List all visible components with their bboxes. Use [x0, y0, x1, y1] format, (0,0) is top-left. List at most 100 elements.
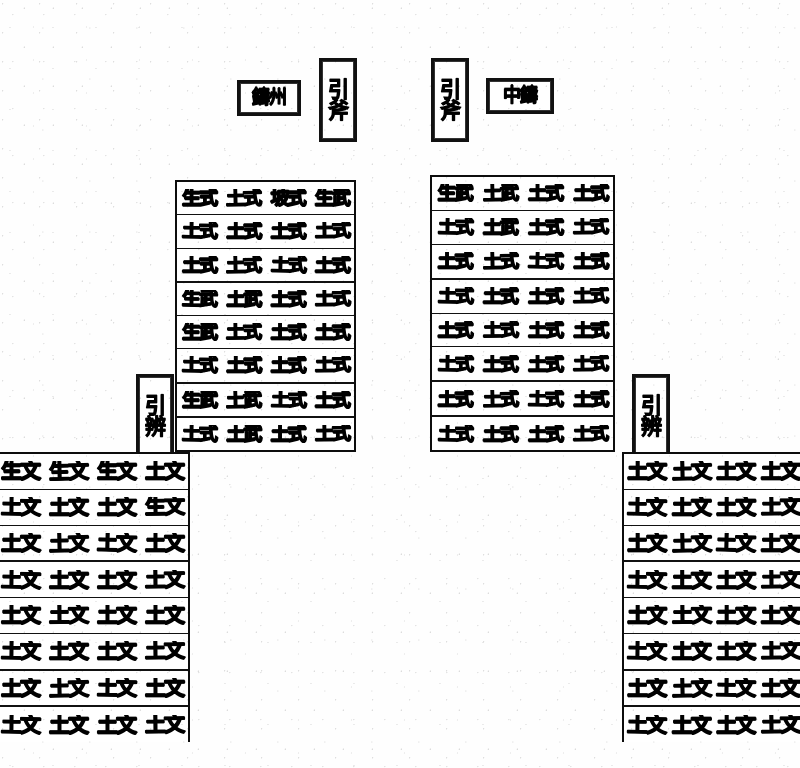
stamp-impression: 土文	[627, 605, 668, 626]
stamp-impression: 土文	[627, 714, 666, 735]
stamp-cell: 土式	[523, 218, 568, 236]
stamp-impression: 生文	[97, 461, 138, 482]
stamp-cell: 土文	[624, 570, 669, 590]
stamp-impression: 土文	[0, 641, 40, 662]
seal-character: 引	[145, 392, 167, 419]
stamp-cell: 土式	[432, 425, 477, 443]
stamp-cell: 土文	[713, 641, 758, 661]
stamp-cell: 土文	[0, 605, 44, 625]
stamp-impression: 土式	[573, 389, 610, 408]
stamp-cell: 土式	[177, 222, 221, 240]
stamp-impression: 土武	[226, 289, 263, 308]
stamp-impression: 土文	[671, 677, 711, 698]
stamp-cell: 土式	[477, 425, 522, 443]
stamp-cell: 土文	[92, 497, 140, 517]
stamp-cell: 土式	[477, 321, 522, 339]
stamp-impression: 土式	[270, 255, 306, 274]
stamp-row: 土文土文土文土文	[0, 598, 188, 634]
label-cartouche-middle-right-vertical: 引 辨	[632, 374, 670, 458]
stamp-impression: 土文	[671, 461, 711, 482]
stamp-impression: 生武	[437, 184, 474, 203]
seal-character: 引	[328, 76, 350, 103]
stamp-cell: 土式	[523, 252, 568, 270]
stamp-impression: 土文	[715, 532, 755, 553]
stamp-impression: 土式	[528, 424, 565, 443]
stamp-cell: 土式	[221, 323, 265, 341]
stamp-cell: 土文	[44, 570, 92, 590]
stamp-impression: 土式	[226, 255, 261, 274]
stamp-cell: 土式	[266, 391, 310, 409]
stamp-impression: 土文	[49, 569, 90, 590]
stamp-cell: 土文	[92, 641, 140, 661]
stamp-impression: 土式	[437, 424, 472, 443]
stamp-impression: 土文	[49, 714, 90, 735]
stamp-row: 土文土文土文土文	[624, 671, 800, 708]
stamp-row: 土式土式土式土式	[432, 347, 613, 383]
stamp-cell: 土文	[0, 497, 44, 517]
stamp-cell: 土式	[523, 355, 568, 373]
stamp-impression: 土式	[181, 222, 217, 241]
stamp-impression: 土文	[48, 605, 88, 626]
stamp-impression: 土文	[97, 605, 138, 626]
stamp-cell: 土式	[177, 356, 221, 374]
stamp-cell: 土文	[92, 533, 140, 553]
stamp-impression: 土式	[528, 320, 565, 339]
stamp-cell: 生文	[92, 461, 140, 481]
seal-character: 斧	[328, 97, 350, 124]
stamp-row: 土文土文土文土文	[624, 562, 800, 598]
stamp-cell: 土文	[92, 715, 140, 735]
stamp-impression: 土式	[314, 356, 350, 375]
stamp-impression: 土式	[482, 424, 519, 443]
stamp-row: 土式土式土式土式	[177, 249, 354, 283]
stamp-impression: 土式	[573, 320, 610, 339]
stamp-cell: 土文	[713, 678, 758, 698]
stamp-impression: 土式	[437, 218, 472, 237]
label-cartouche-top-right-vertical: 引 斧	[431, 58, 469, 142]
stamp-cell: 土文	[624, 715, 669, 735]
stamp-impression: 土式	[314, 222, 350, 241]
stamp-impression: 土文	[760, 569, 799, 590]
stamp-row: 土文土文土文土文	[624, 634, 800, 671]
stamp-impression: 土文	[671, 497, 712, 518]
stamp-cell: 土文	[44, 497, 92, 517]
stamp-cell: 土式	[568, 355, 613, 373]
stamp-row: 土式土武土式土式	[177, 418, 354, 450]
stamp-cell: 土文	[669, 533, 714, 553]
stamp-cell: 土式	[310, 356, 354, 374]
stamp-cell: 土文	[669, 461, 714, 481]
stamp-cell: 土文	[92, 678, 140, 698]
stamp-impression: 土文	[760, 497, 799, 518]
stamp-impression: 土武	[482, 184, 518, 203]
stamp-cell: 土文	[669, 678, 714, 698]
stamp-cell: 土文	[44, 533, 92, 553]
stamp-cell: 土文	[713, 570, 758, 590]
stamp-cell: 土武	[477, 218, 522, 236]
label-cartouche-top-left-vertical: 引 斧	[319, 58, 357, 142]
stamp-impression: 土文	[716, 641, 757, 662]
stamp-impression: 生武	[182, 323, 219, 342]
stamp-impression: 土文	[716, 569, 757, 590]
stamp-row: 土式土式土式土式	[432, 382, 613, 418]
stamp-cell: 土式	[568, 252, 613, 270]
stamp-cell: 土文	[758, 605, 800, 625]
stamp-cell: 生武	[432, 184, 477, 202]
stamp-impression: 土式	[181, 424, 217, 443]
stamp-cell: 土式	[568, 184, 613, 202]
stamp-impression: 土式	[573, 252, 610, 271]
stamp-impression: 土文	[49, 497, 90, 518]
stamp-cell: 土文	[713, 461, 758, 481]
stamp-cell: 土文	[44, 605, 92, 625]
stamp-impression: 土式	[527, 389, 563, 408]
stamp-impression: 土式	[482, 354, 519, 373]
stamp-cell: 土式	[310, 391, 354, 409]
label-cartouche-middle-left-vertical: 引 辨	[136, 374, 174, 458]
stamp-impression: 土式	[314, 289, 350, 308]
stamp-cell: 土式	[477, 390, 522, 408]
stamp-impression: 土式	[528, 354, 565, 373]
stamp-block-bottom-left: 生文生文生文土文土文土文土文生文土文土文土文土文土文土文土文土文土文土文土文土文…	[0, 452, 190, 742]
stamp-cell: 土式	[432, 321, 477, 339]
stamp-cell: 土武	[221, 290, 265, 308]
stamp-impression: 土式	[226, 189, 261, 208]
stamp-cell: 生武	[310, 189, 354, 207]
stamp-row: 土文土文土文土文	[624, 707, 800, 742]
